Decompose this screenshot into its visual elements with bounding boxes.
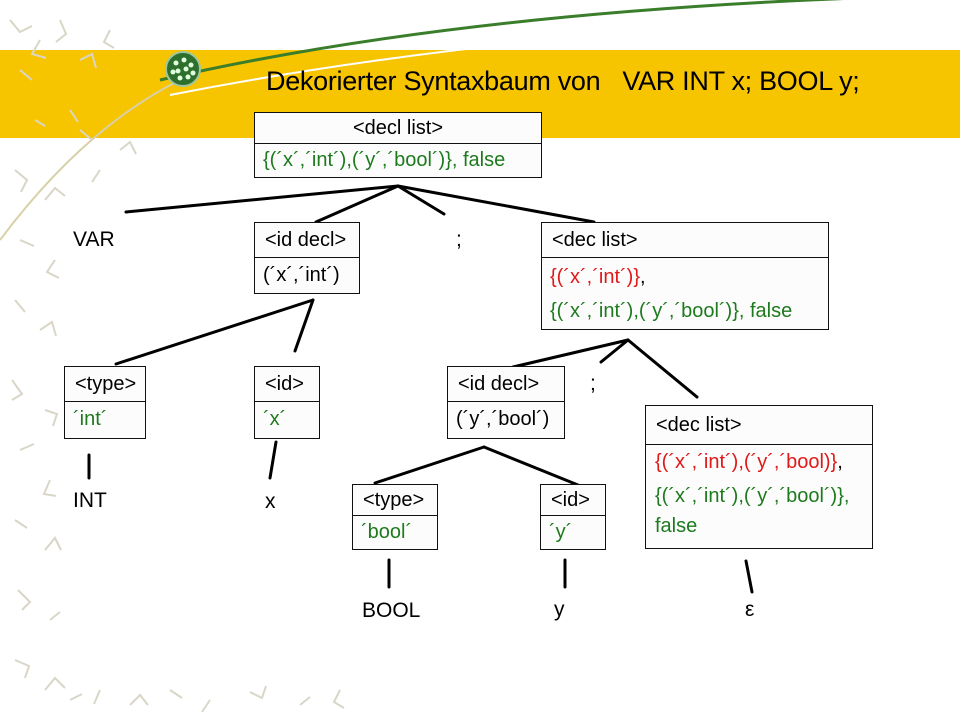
node-dec-list-1: <dec list> {(´x´,´int´)}, {(´x´,´int´),(… — [541, 222, 829, 330]
edge-root-id-decl — [314, 184, 400, 224]
node-attribute: {(´x´,´int´),(´y´,´bool)}, {(´x´,´int´),… — [646, 445, 872, 539]
edge-root-dec-list — [396, 184, 596, 224]
node-label: <id decl> — [448, 367, 564, 402]
node-attribute: ´int´ — [65, 402, 145, 436]
edge-root-var — [124, 184, 400, 214]
terminal-semicolon-2: ; — [590, 372, 596, 395]
terminal-int: INT — [73, 489, 107, 512]
node-attribute: {(´x´,´int´),(´y´,´bool´)}, false — [255, 144, 541, 177]
attr-text: ´int´ — [73, 408, 108, 430]
title-prefix: Dekorierter Syntaxbaum von — [266, 66, 601, 96]
edge-dec-list-id-decl — [511, 338, 630, 369]
attr-text: (´x´,´int´) — [263, 264, 340, 286]
attr-text: ´x´ — [263, 408, 287, 430]
attr-text: ´bool´ — [361, 521, 413, 543]
node-attribute: ´x´ — [255, 402, 319, 436]
terminal-epsilon: ε — [745, 598, 755, 621]
terminal-var: VAR — [73, 228, 115, 251]
swoosh-curve-light — [169, 14, 960, 96]
terminal-x: x — [265, 490, 276, 513]
attr-red-text: {(´x´,´int´),(´y´,´bool)} — [655, 451, 838, 473]
node-label: <type> — [353, 485, 437, 516]
node-id-decl-2: <id decl> (´y´,´bool´) — [447, 366, 565, 439]
page-title: Dekorierter Syntaxbaum von VAR INT x; BOO… — [266, 66, 860, 97]
node-dec-list-2: <dec list> {(´x´,´int´),(´y´,´bool)}, {(… — [645, 405, 873, 549]
node-label: <decl list> — [255, 113, 541, 144]
node-id-decl-1: <id decl> (´x´,´int´) — [254, 222, 360, 294]
molecule-logo-icon — [165, 51, 201, 87]
edge-dec-list-dec-list — [626, 338, 699, 399]
attr-green-text: {(´x´,´int´),(´y´,´bool´)}, — [655, 485, 850, 507]
edge-root-semi — [396, 184, 446, 216]
swoosh-curve — [159, 0, 845, 82]
edge-id-decl-id — [293, 298, 315, 353]
title-code: VAR INT x; BOOL y; — [622, 66, 860, 96]
attr-text: {(´x´,´int´),(´y´,´bool´)}, false — [263, 149, 506, 171]
node-attribute: ´y´ — [541, 516, 605, 548]
attr-red-suffix: , — [837, 451, 843, 473]
node-type-1: <type> ´int´ — [64, 366, 146, 439]
attr-green-text: {(´x´,´int´),(´y´,´bool´)}, false — [550, 300, 793, 322]
node-label: <id decl> — [255, 223, 359, 258]
attr-text: (´y´,´bool´) — [456, 408, 550, 430]
node-attribute: ´bool´ — [353, 516, 437, 548]
edge-id-decl2-type — [373, 445, 486, 485]
attr-green-text-2: false — [655, 515, 698, 537]
attr-inherited: {(´x´,´int´)}, — [550, 260, 828, 294]
edge-id-decl-type — [114, 298, 315, 366]
edge-id-decl2-id — [482, 445, 580, 487]
node-id-1: <id> ´x´ — [254, 366, 320, 439]
attr-inherited: {(´x´,´int´),(´y´,´bool)}, — [655, 445, 872, 479]
node-attribute: (´x´,´int´) — [255, 258, 359, 292]
edge-dec-list-epsilon — [744, 559, 754, 594]
node-label: <dec list> — [542, 223, 828, 258]
attr-red-text: {(´x´,´int´)} — [550, 266, 640, 288]
node-label: <id> — [541, 485, 605, 516]
terminal-semicolon-1: ; — [456, 228, 462, 251]
terminal-y: y — [554, 598, 565, 621]
edge-id-x — [268, 440, 278, 480]
node-attribute: (´y´,´bool´) — [448, 402, 564, 436]
node-attribute: {(´x´,´int´)}, {(´x´,´int´),(´y´,´bool´)… — [542, 258, 828, 328]
terminal-bool: BOOL — [362, 599, 421, 622]
swoosh-curve-left — [0, 79, 181, 241]
node-type-2: <type> ´bool´ — [352, 484, 438, 550]
node-decl-list-root: <decl list> {(´x´,´int´),(´y´,´bool´)}, … — [254, 112, 542, 178]
node-label: <type> — [65, 367, 145, 402]
edge-dec-list-semi — [599, 338, 630, 364]
node-label: <id> — [255, 367, 319, 402]
node-label: <dec list> — [646, 406, 872, 445]
decorative-pattern — [9, 19, 345, 713]
attr-text: ´y´ — [549, 521, 573, 543]
node-id-2: <id> ´y´ — [540, 484, 606, 550]
attr-red-suffix: , — [640, 266, 646, 288]
